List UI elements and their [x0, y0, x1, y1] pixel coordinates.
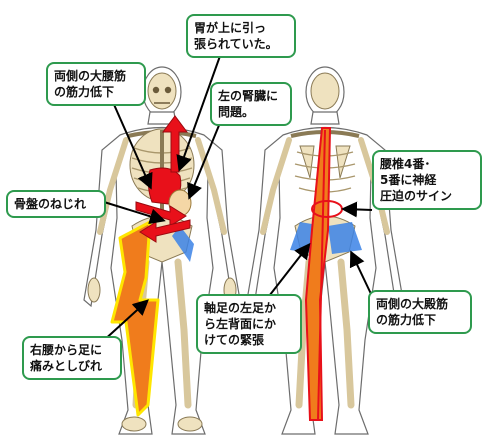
lumbar-callout: 腰椎4番･ 5番に神経 圧迫のサイン [372, 150, 482, 210]
right-leg-pain-callout: 右腰から足に 痛みとしびれ [22, 336, 122, 380]
left-kidney-callout-line-2: 問題。 [218, 105, 255, 119]
stomach-callout-line-2: 張られていた。 [194, 37, 278, 51]
axis-leg-callout: 軸足の左足か ら左背面にか けての緊張 [196, 294, 302, 354]
gluteus-weak-callout-line-1: 両側の大殿筋 [376, 297, 449, 311]
left-kidney-callout-line-1: 左の腎臓に [218, 89, 279, 103]
stomach-callout-line-1: 胃が上に引っ [194, 21, 267, 35]
axis-leg-callout-line-2: ら左背面にか [204, 317, 277, 331]
stomach-callout: 胃が上に引っ 張られていた。 [186, 14, 296, 58]
lumbar-callout-line-2: 5番に神経 [380, 173, 437, 187]
axis-leg-callout-line-3: けての緊張 [204, 333, 265, 347]
left-kidney-callout: 左の腎臓に 問題。 [210, 82, 292, 126]
right-leg-pain-callout-line-2: 痛みとしびれ [30, 359, 103, 373]
lumbar-callout-line-3: 圧迫のサイン [380, 189, 453, 203]
psoas-weak-callout: 両側の大腰筋 の筋力低下 [46, 62, 146, 106]
gluteus-weak-callout: 両側の大殿筋 の筋力低下 [368, 290, 472, 334]
right-leg-pain-callout-line-1: 右腰から足に [30, 343, 103, 357]
axis-leg-callout-line-1: 軸足の左足か [204, 301, 277, 315]
lumbar-callout-line-1: 腰椎4番･ [380, 157, 431, 171]
pointer-arrows [101, 55, 373, 343]
psoas-weak-callout-line-2: の筋力低下 [54, 85, 115, 99]
gluteus-weak-callout-line-2: の筋力低下 [376, 313, 437, 327]
psoas-weak-callout-line-1: 両側の大腰筋 [54, 69, 127, 83]
pelvis-twist-callout: 骨盤のねじれ [6, 190, 106, 218]
pelvis-twist-callout-line-1: 骨盤のねじれ [14, 197, 87, 211]
